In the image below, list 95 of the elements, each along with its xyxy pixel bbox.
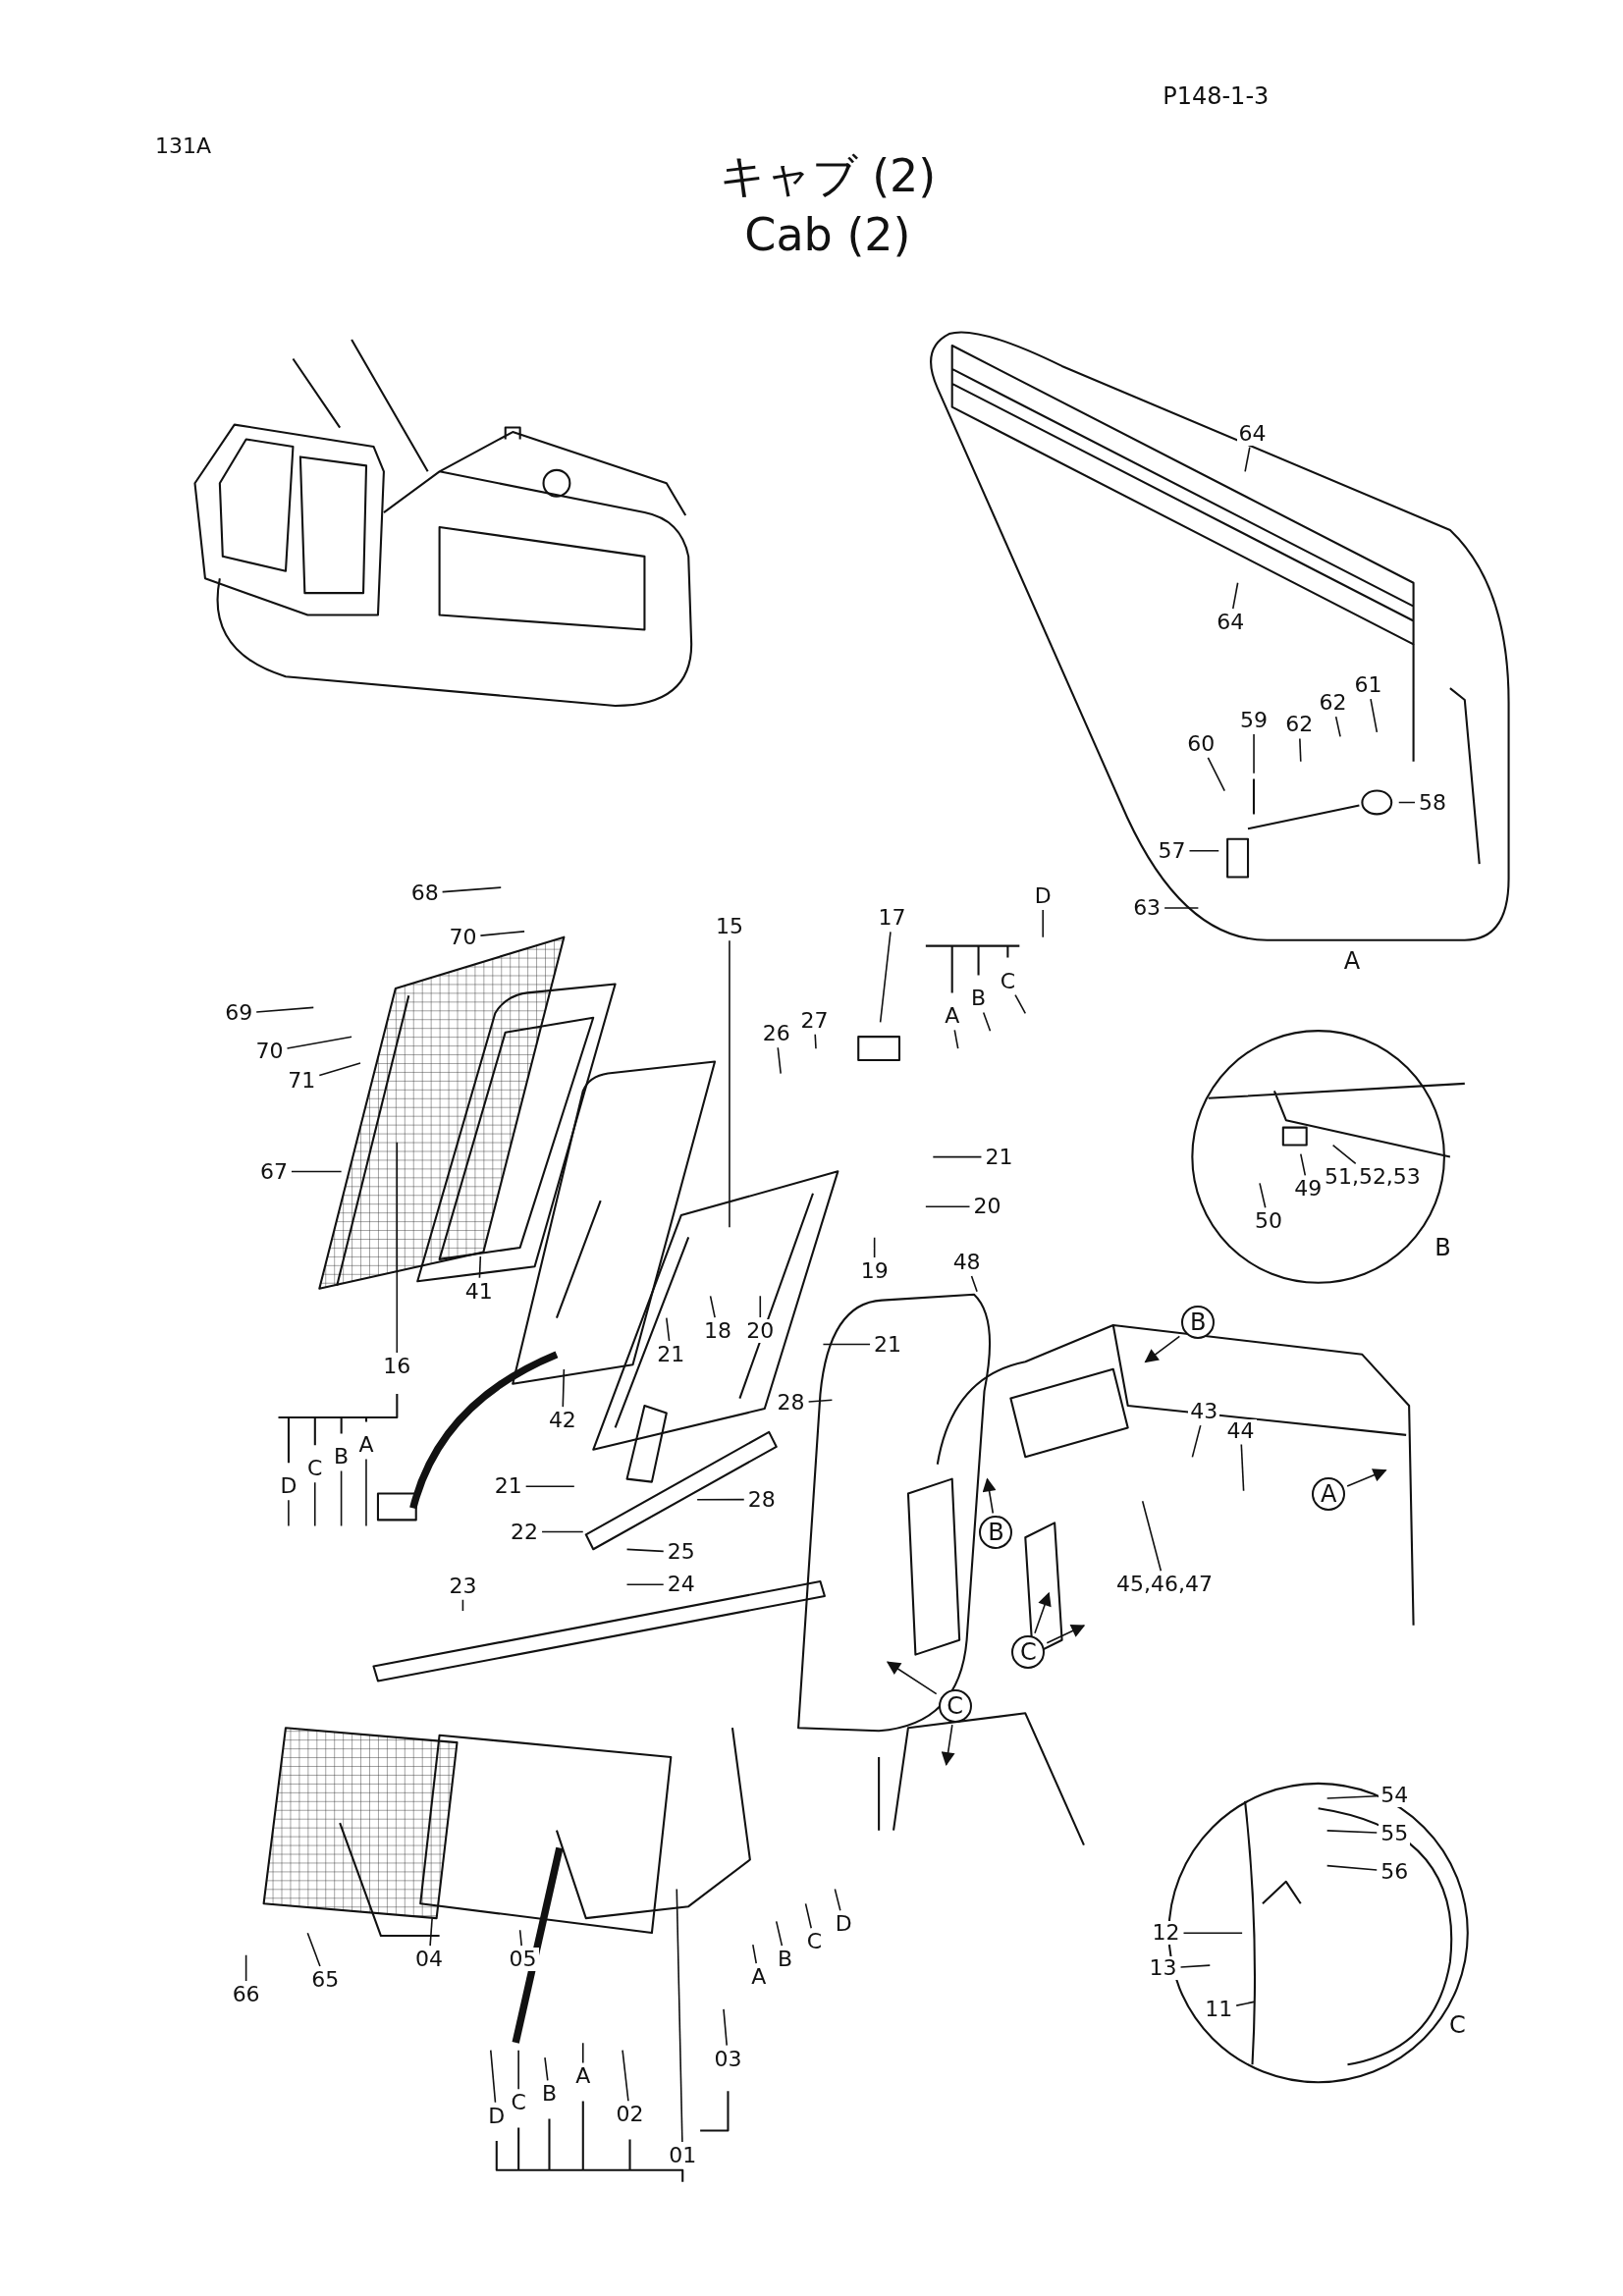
leader-line xyxy=(1231,581,1239,610)
leader-line xyxy=(1141,1500,1163,1572)
leader-line xyxy=(544,2056,549,2082)
leader-line xyxy=(1042,909,1044,938)
leader-line xyxy=(622,2049,629,2103)
leader-line xyxy=(524,1485,575,1488)
leader-line xyxy=(429,1917,433,1947)
leader-line xyxy=(518,1929,522,1947)
leader-line xyxy=(1334,716,1341,738)
leader-line xyxy=(696,1498,745,1501)
detail-letter: A xyxy=(1343,948,1361,973)
leader-line xyxy=(953,1029,959,1049)
title: キャブ (2) xyxy=(719,153,937,198)
sheet-code: 131A xyxy=(154,135,211,158)
leader-line xyxy=(286,1036,352,1049)
leader-line xyxy=(1331,1144,1357,1165)
leader-line xyxy=(1240,1443,1245,1492)
leader-line xyxy=(814,1034,817,1049)
leader-line xyxy=(396,1141,399,1354)
leader-line xyxy=(562,1368,566,1408)
detail-letter: C xyxy=(1449,2013,1466,2038)
leader-line xyxy=(1244,446,1251,473)
leader-line xyxy=(1163,907,1200,909)
leader-line xyxy=(807,1399,834,1403)
subtitle: Cab (2) xyxy=(744,211,911,257)
callout-number: 05 xyxy=(507,1948,539,1972)
leader-line xyxy=(313,1481,316,1527)
leader-line xyxy=(255,1006,315,1013)
leader-line xyxy=(1207,757,1225,792)
leader-line xyxy=(879,931,892,1024)
leader-line xyxy=(318,1062,361,1077)
leader-line xyxy=(541,1530,584,1533)
leader-line xyxy=(873,1236,876,1258)
callout-number: 54 xyxy=(1379,1784,1411,1808)
leader-line xyxy=(306,1932,321,1967)
leader-line xyxy=(1299,737,1302,763)
leader-line xyxy=(291,1170,343,1173)
leader-line xyxy=(517,2049,519,2091)
leader-line xyxy=(709,1295,716,1318)
leader-line xyxy=(441,886,503,893)
pointer-arrow xyxy=(1034,1591,1052,1634)
pointer-arrow xyxy=(982,1477,997,1515)
leader-line xyxy=(288,1499,290,1527)
leader-line xyxy=(822,1343,871,1346)
pointer-arrow xyxy=(941,1724,955,1767)
view-marker: C xyxy=(938,1689,972,1724)
leader-line xyxy=(479,931,525,936)
leader-line xyxy=(775,1920,784,1947)
leader-line xyxy=(1182,1932,1243,1935)
leader-line xyxy=(1370,698,1379,733)
view-marker: A xyxy=(1312,1476,1346,1511)
leader-line xyxy=(244,1953,247,1982)
leader-line xyxy=(932,1155,983,1158)
leader-line xyxy=(723,2008,728,2047)
leader-line xyxy=(982,1011,992,1033)
pointer-arrow xyxy=(886,1661,938,1695)
leader-line xyxy=(1191,1424,1202,1459)
leader-line xyxy=(625,1548,665,1553)
leader-line xyxy=(676,1888,683,2143)
pointer-arrow xyxy=(1144,1335,1181,1363)
pointer-arrow xyxy=(1346,1468,1387,1487)
detail-letter: B xyxy=(1434,1236,1451,1260)
leader-line xyxy=(1179,1964,1212,1968)
leader-line xyxy=(1397,801,1416,804)
leader-line xyxy=(1014,993,1027,1015)
leader-line xyxy=(489,2049,497,2104)
leader-line xyxy=(1325,1795,1379,1799)
leader-line xyxy=(1235,2001,1255,2006)
leader-line xyxy=(759,1295,762,1318)
leader-line xyxy=(1259,1182,1267,1208)
callout-number: 55 xyxy=(1379,1821,1411,1845)
leader-line xyxy=(365,1458,367,1527)
leader-line xyxy=(340,1469,343,1527)
leader-line xyxy=(625,1583,665,1585)
leader-line xyxy=(1188,849,1220,852)
leader-line xyxy=(1300,1152,1307,1177)
leader-line xyxy=(804,1902,813,1929)
view-marker: B xyxy=(1181,1306,1216,1340)
leader-line xyxy=(777,1046,782,1075)
leader-line xyxy=(1325,1864,1379,1871)
leader-line xyxy=(752,1944,758,1964)
leader-line xyxy=(729,939,730,1228)
leader-line xyxy=(478,1255,482,1279)
leader-line xyxy=(925,1205,971,1208)
leader-line xyxy=(970,1275,978,1293)
leader-line xyxy=(1253,733,1255,774)
leader-line xyxy=(1325,1830,1379,1834)
view-marker: C xyxy=(1011,1634,1046,1669)
leader-line xyxy=(666,1316,671,1342)
leader-line xyxy=(834,1888,841,1912)
pointer-arrow xyxy=(1046,1625,1086,1644)
leader-line xyxy=(581,2042,584,2064)
leader-line xyxy=(461,1598,464,1612)
view-marker: B xyxy=(979,1515,1013,1549)
page-number: P148-1-3 xyxy=(1163,84,1270,109)
